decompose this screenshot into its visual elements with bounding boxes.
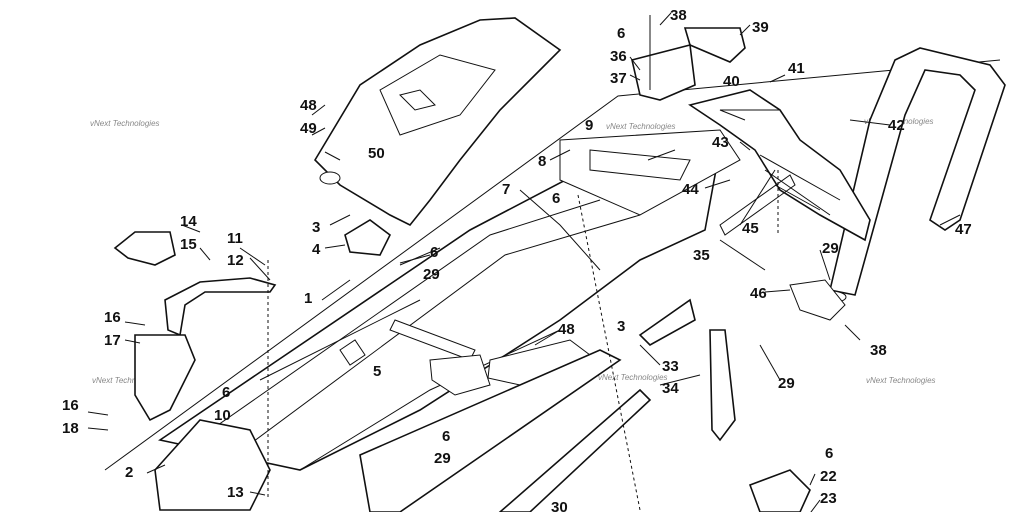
watermark: vNext Technologies <box>598 373 668 382</box>
callout-2: 2 <box>125 464 133 481</box>
callout-9: 9 <box>585 117 593 134</box>
callout-6: 6 <box>222 384 230 401</box>
callout-8: 8 <box>538 153 546 170</box>
taillight <box>683 27 746 63</box>
callout-6: 6 <box>442 428 450 445</box>
callout-16: 16 <box>62 397 79 414</box>
callout-43: 43 <box>712 134 729 151</box>
rail-2 <box>154 419 271 511</box>
part-5 <box>339 339 366 366</box>
watermark: vNext Technologies <box>866 376 936 385</box>
callout-29: 29 <box>423 266 440 283</box>
seat <box>313 17 562 227</box>
tunnel-frame <box>104 59 1001 471</box>
callout-12: 12 <box>227 252 244 269</box>
callout-6: 6 <box>552 190 560 207</box>
callout-3: 3 <box>617 318 625 335</box>
handle-12 <box>164 277 277 337</box>
snowflap <box>688 89 871 242</box>
callout-45: 45 <box>742 220 759 237</box>
callout-6: 6 <box>617 25 625 42</box>
callout-49: 49 <box>300 120 317 137</box>
bracket-17 <box>134 334 196 422</box>
watermark: vNext Technologies <box>90 119 160 128</box>
side-panel-34 <box>709 329 736 442</box>
callout-6: 6 <box>430 244 438 261</box>
callout-50: 50 <box>368 145 385 162</box>
callout-3: 3 <box>312 219 320 236</box>
callout-22: 22 <box>820 468 837 485</box>
slide-rail <box>359 349 622 513</box>
callout-39: 39 <box>752 19 769 36</box>
callout-13: 13 <box>227 484 244 501</box>
callout-16: 16 <box>104 309 121 326</box>
watermark: vNext Technologies <box>92 376 162 385</box>
callout-29: 29 <box>822 240 839 257</box>
callout-15: 15 <box>180 236 197 253</box>
callout-14: 14 <box>180 213 197 230</box>
callout-17: 17 <box>104 332 121 349</box>
part-4 <box>344 219 392 256</box>
cover-14 <box>113 231 176 266</box>
callout-7: 7 <box>502 181 510 198</box>
callout-5: 5 <box>373 363 381 380</box>
callout-42: 42 <box>888 117 905 134</box>
callout-labels: 1 2 3 3 4 5 6 6 6 6 6 6 7 8 9 10 11 12 1… <box>62 7 972 516</box>
callout-48: 48 <box>300 97 317 114</box>
callout-47: 47 <box>955 221 972 238</box>
callout-10: 10 <box>214 407 231 424</box>
callout-18: 18 <box>62 420 79 437</box>
callout-37: 37 <box>610 70 627 87</box>
callout-48: 48 <box>558 321 575 338</box>
strap-45 <box>719 174 796 236</box>
leader-lines <box>87 12 961 516</box>
callout-23: 23 <box>820 490 837 507</box>
callout-29: 29 <box>778 375 795 392</box>
hitch-46 <box>789 279 846 321</box>
callout-1: 1 <box>304 290 312 307</box>
heat-exchanger-33 <box>638 298 696 346</box>
callout-30: 30 <box>551 499 568 512</box>
callout-40: 40 <box>723 73 740 90</box>
callout-36: 36 <box>610 48 627 65</box>
mounting-bracket <box>631 43 696 101</box>
callout-35: 35 <box>693 247 710 264</box>
callout-44: 44 <box>682 181 699 198</box>
callout-38: 38 <box>870 342 887 359</box>
part-22 <box>748 469 811 513</box>
callout-6: 6 <box>825 445 833 462</box>
callout-34: 34 <box>662 380 679 397</box>
callout-33: 33 <box>662 358 679 375</box>
watermark: vNext Technologies <box>606 122 676 131</box>
callout-41: 41 <box>788 60 805 77</box>
callout-29: 29 <box>434 450 451 467</box>
callout-46: 46 <box>750 285 767 302</box>
callout-38: 38 <box>670 7 687 24</box>
callout-4: 4 <box>312 241 321 258</box>
callout-11: 11 <box>227 230 243 247</box>
